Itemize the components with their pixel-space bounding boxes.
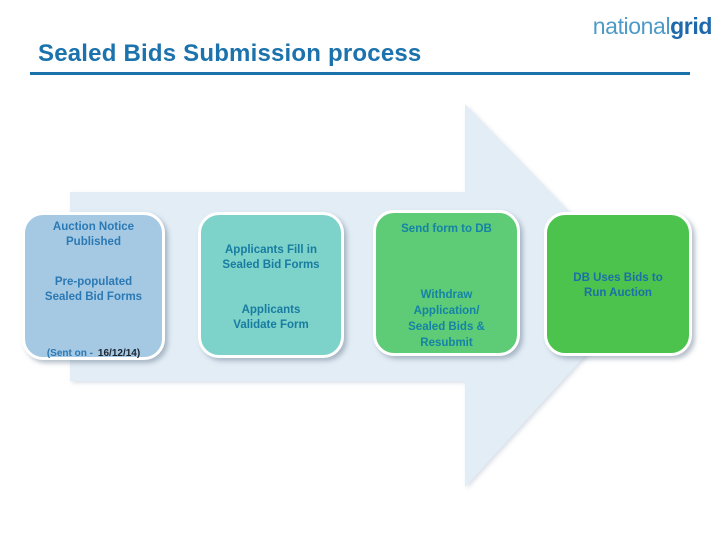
step-box-run-auction: DB Uses Bids to Run Auction (544, 212, 692, 356)
step1-title: Auction Notice Published (52, 221, 135, 248)
step3-title: Send form to DB (401, 223, 492, 235)
logo-text-light: national (592, 13, 671, 39)
title-underline (30, 72, 690, 75)
logo-text-bold: grid (670, 13, 712, 39)
step1-body: Pre-populated Sealed Bid Forms (44, 276, 143, 303)
step2-body: Applicants Validate Form (233, 304, 309, 331)
step2-title: Applicants Fill in Sealed Bid Forms (222, 244, 320, 271)
step4-body: DB Uses Bids to Run Auction (573, 272, 663, 299)
step-box-applicants-fill: Applicants Fill in Sealed Bid Forms Appl… (198, 212, 344, 358)
process-arrow-shape (70, 104, 645, 487)
nationalgrid-logo: nationalgrid (592, 13, 713, 40)
step1-sent-note: (Sent on - 16/12/14) (25, 334, 162, 360)
step-box-send-form: Send form to DB Withdraw Application/ Se… (373, 210, 520, 356)
sent-on-date: 16/12/14) (97, 348, 141, 359)
step-box-auction-notice: Auction Notice Published Pre-populated S… (22, 212, 165, 360)
sent-on-label: (Sent on - (46, 348, 93, 359)
page-title: Sealed Bids Submission process (38, 40, 422, 67)
step3-body: Withdraw Application/ Sealed Bids & Resu… (408, 289, 485, 349)
